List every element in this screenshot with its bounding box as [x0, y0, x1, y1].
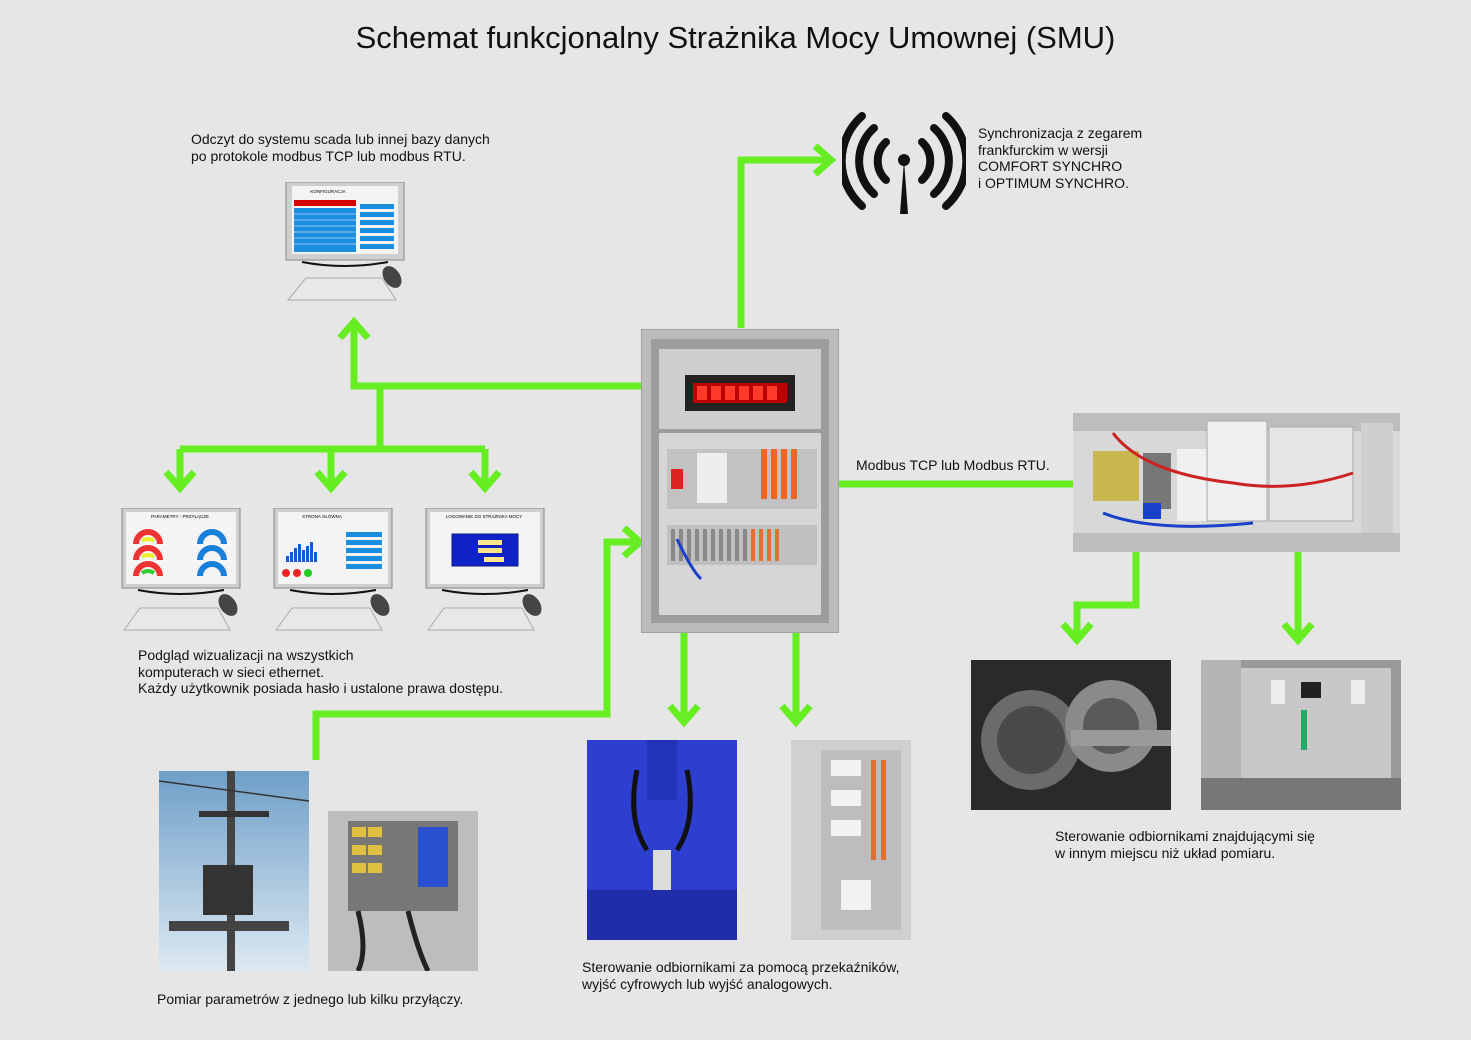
wireless-antenna-icon — [842, 112, 966, 214]
arrowhead-visual-3 — [468, 469, 502, 494]
caption-scada: Odczyt do systemu scada lub innej bazy d… — [191, 131, 490, 164]
arrow-branch-visual — [176, 386, 489, 485]
arrow-measurement — [312, 538, 634, 760]
hydraulic-cylinder-photo — [587, 740, 737, 940]
arrowhead-remote-1 — [1060, 621, 1094, 646]
caption-remote: Sterowanie odbiornikami znajdującymi się… — [1055, 828, 1315, 861]
arrowhead-scada — [337, 316, 371, 341]
relay-cabinet-photo — [761, 740, 911, 940]
arrowhead-relay-2 — [779, 703, 813, 728]
arrowhead-visual-1 — [163, 469, 197, 494]
arrowhead-sync — [812, 143, 837, 177]
scada-screen-title: KONFIGURACJA — [310, 189, 345, 194]
arrowhead-measurement — [621, 525, 646, 559]
visual-computer-3: LOGOWANIE DO STRAŻNIKA MOCY — [425, 508, 545, 631]
arrow-to-remote — [1073, 552, 1302, 636]
diagram-title: Schemat funkcjonalny Strażnika Mocy Umow… — [355, 20, 1116, 55]
visual-computer-2: STRONA GŁÓWNA — [273, 508, 393, 631]
arrow-to-relays — [680, 632, 800, 718]
desktop-computer-icon: KONFIGURACJA — [285, 182, 405, 301]
io-module-photo — [1073, 413, 1400, 552]
params-screen-title: PARAMETRY - PRZYŁĄCZE — [151, 514, 209, 519]
arrow-to-scada — [350, 326, 642, 390]
main-screen-title: STRONA GŁÓWNA — [302, 513, 342, 519]
arrowhead-remote-2 — [1281, 621, 1315, 646]
visual-computer-1: PARAMETRY - PRZYŁĄCZE — [121, 508, 241, 631]
gears-photo — [971, 660, 1171, 810]
login-screen-title: LOGOWANIE DO STRAŻNIKA MOCY — [446, 513, 523, 519]
caption-visual: Podgląd wizualizacji na wszystkich kompu… — [138, 647, 503, 696]
arrowhead-relay-1 — [667, 703, 701, 728]
caption-measure: Pomiar parametrów z jednego lub kilku pr… — [157, 991, 464, 1007]
smu-cabinet-photo — [641, 329, 839, 633]
caption-relay: Sterowanie odbiornikami za pomocą przeka… — [582, 959, 900, 992]
transformer-pole-photo — [159, 771, 309, 971]
meter-installation-photo — [328, 771, 478, 971]
caption-sync: Synchronizacja z zegarem frankfurckim w … — [978, 125, 1143, 191]
arrow-to-sync — [737, 156, 825, 328]
caption-modbus: Modbus TCP lub Modbus RTU. — [856, 457, 1050, 473]
arrowhead-visual-2 — [314, 469, 348, 494]
remote-cabinet-photo — [1201, 660, 1401, 810]
